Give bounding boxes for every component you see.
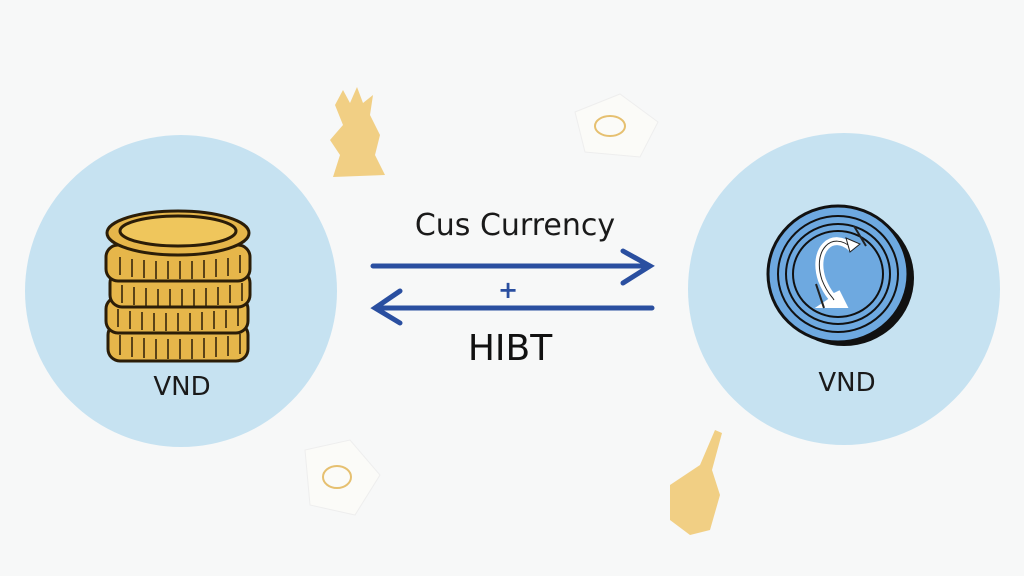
paper-token-decoration-icon bbox=[574, 93, 659, 158]
gold-figure-decoration-icon bbox=[330, 87, 385, 177]
right-arrow-icon bbox=[370, 248, 655, 286]
blue-exchange-coin-icon bbox=[766, 204, 914, 346]
gold-coin-stack-icon bbox=[104, 209, 252, 363]
paper-token-decoration-icon bbox=[304, 439, 381, 516]
right-currency-label: VND bbox=[818, 368, 876, 398]
gold-instrument-decoration-icon bbox=[670, 430, 722, 535]
plus-sign: + bbox=[498, 276, 519, 304]
left-currency-label: VND bbox=[153, 372, 211, 402]
hibt-label: HIBT bbox=[467, 328, 553, 369]
left-arrow-icon bbox=[370, 288, 655, 326]
exchange-arrows bbox=[370, 248, 655, 326]
cus-currency-label: Cus Currency bbox=[414, 208, 616, 243]
